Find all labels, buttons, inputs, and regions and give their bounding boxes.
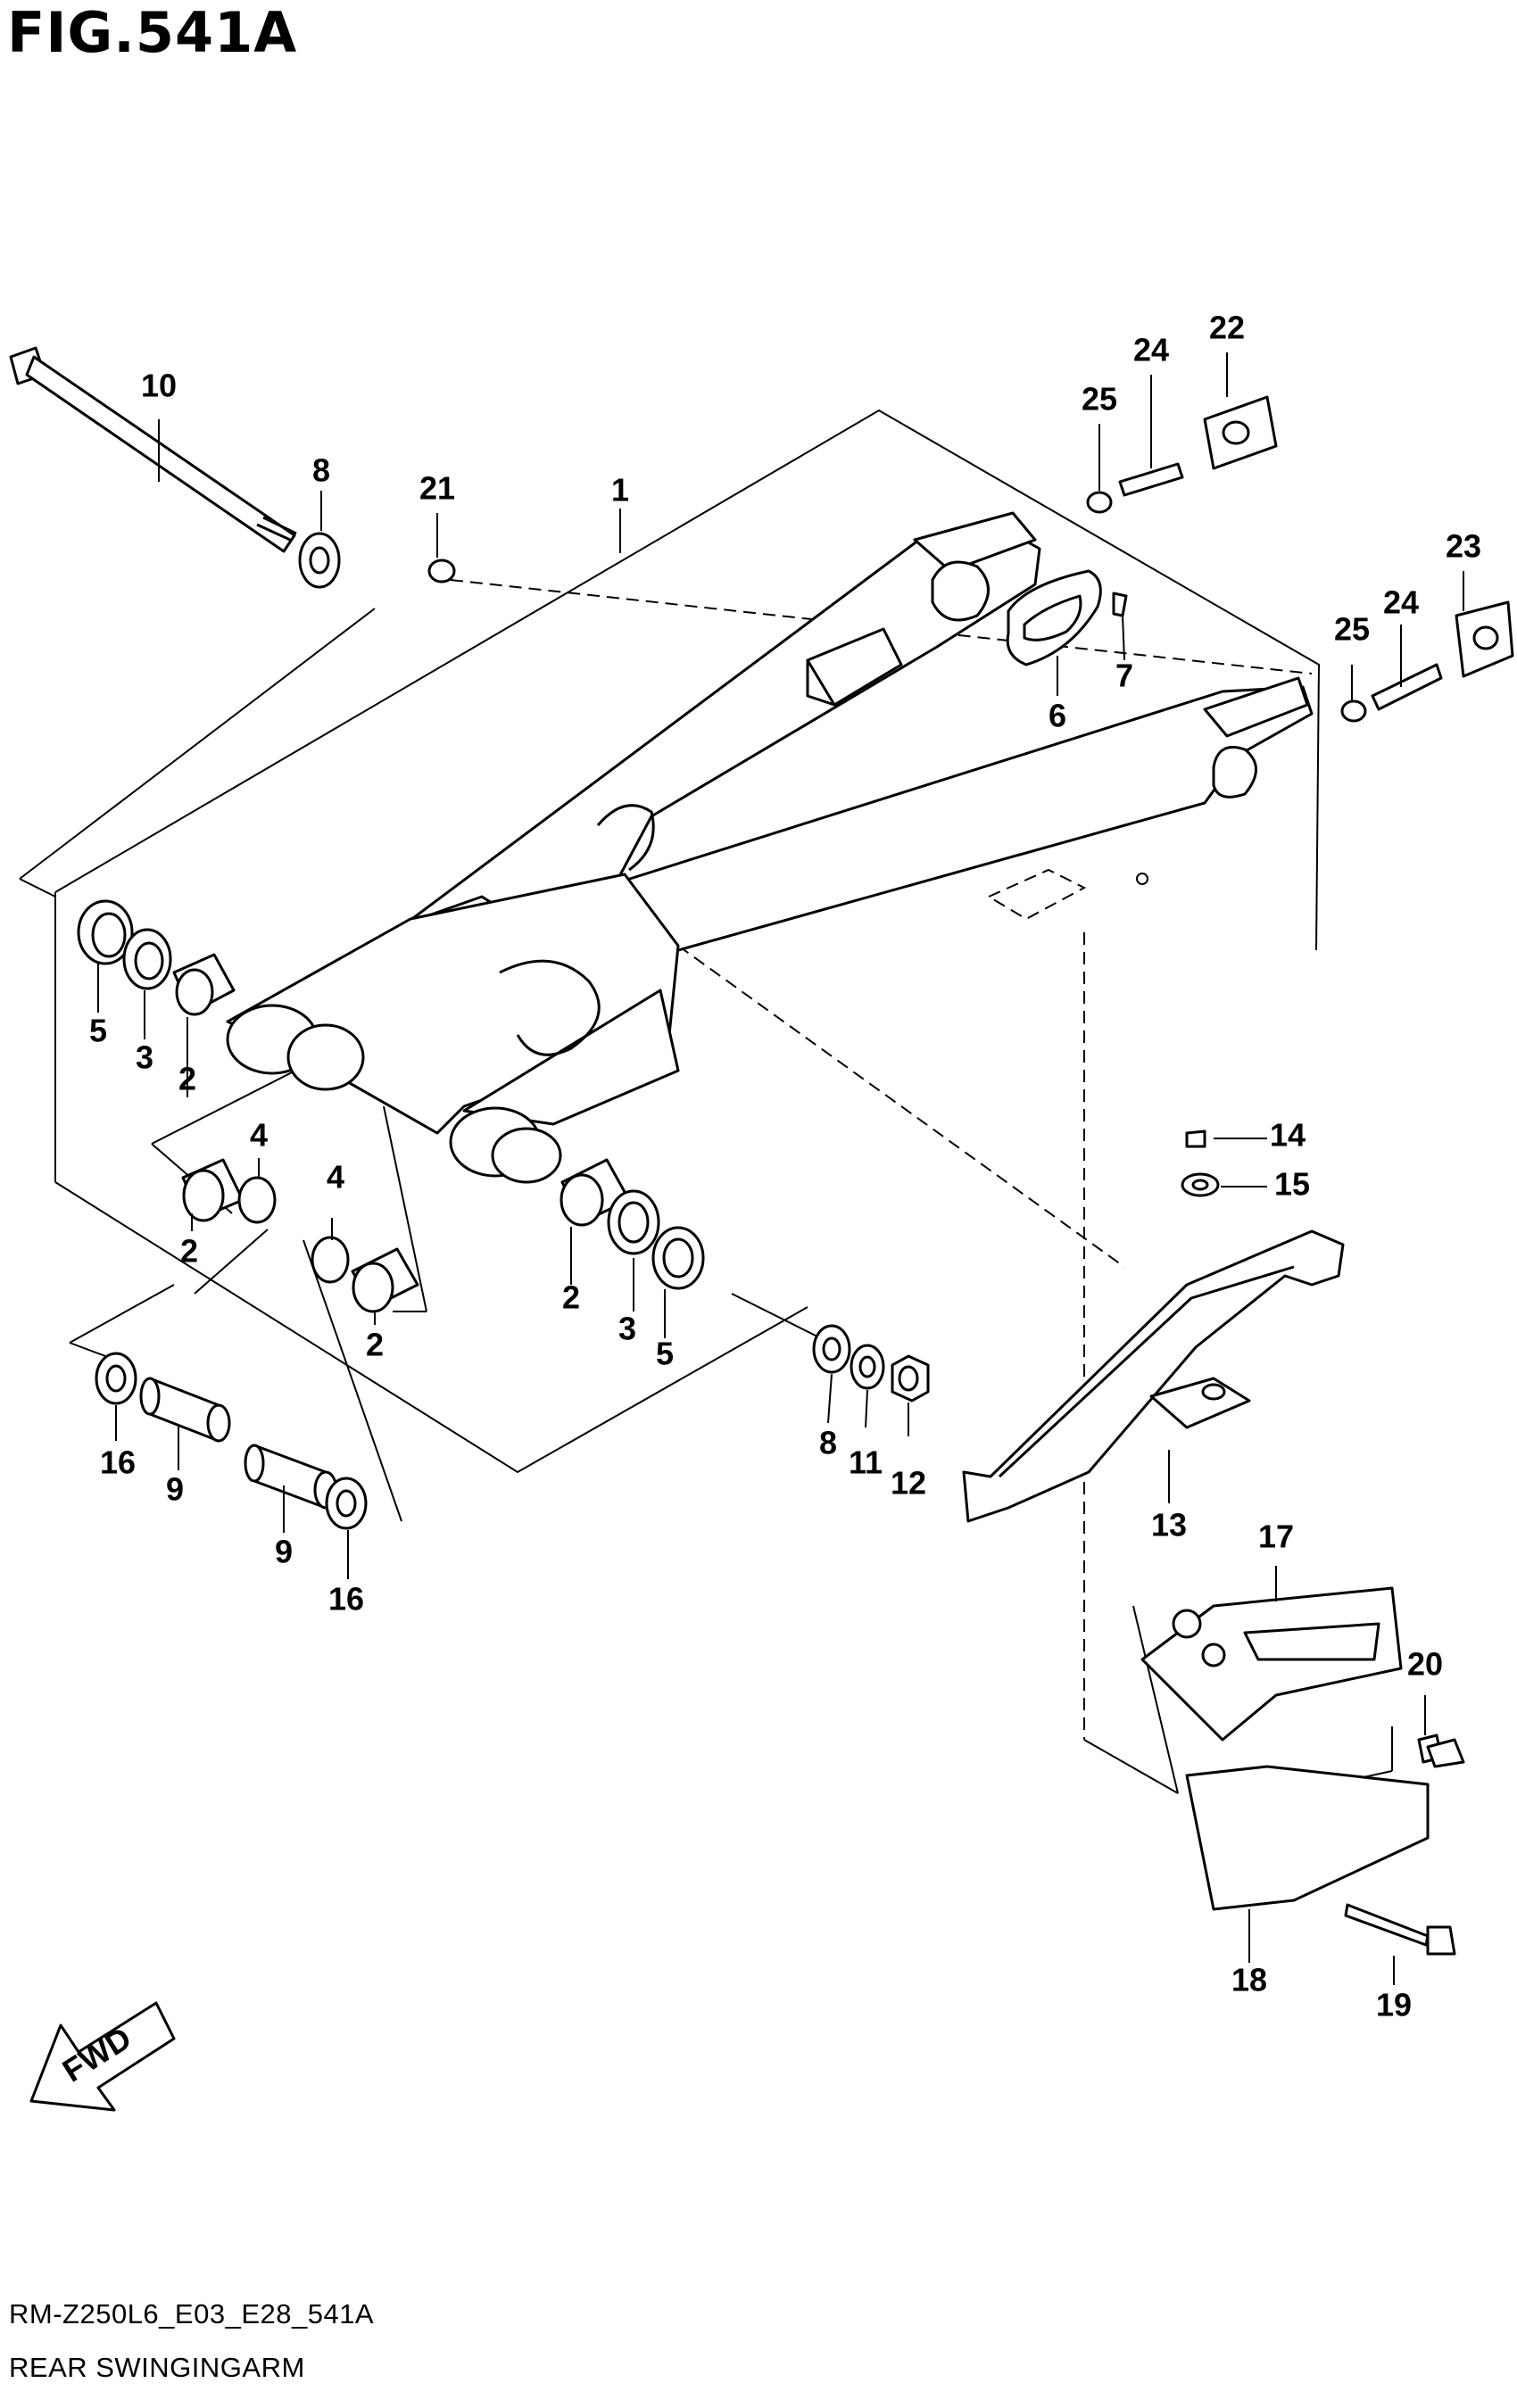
callout-2: 2 — [366, 1327, 384, 1363]
shaft-nut-set — [812, 1324, 930, 1403]
callout-20: 20 — [1407, 1646, 1443, 1683]
callout-21: 21 — [419, 470, 455, 507]
pivot-bearings — [77, 899, 705, 1313]
callout-24: 24 — [1383, 584, 1419, 621]
callout-3: 3 — [618, 1311, 636, 1347]
callout-5: 5 — [656, 1336, 674, 1372]
callout-2: 2 — [180, 1233, 198, 1270]
callout-23: 23 — [1446, 528, 1481, 565]
collars-spacers — [95, 1352, 368, 1530]
callout-2: 2 — [178, 1061, 196, 1097]
callout-13: 13 — [1151, 1507, 1187, 1543]
swingarm-body — [226, 511, 1314, 1184]
callout-19: 19 — [1376, 1987, 1412, 2023]
chain-guide — [1140, 1586, 1465, 1956]
callout-8: 8 — [312, 452, 330, 489]
chain-slider — [962, 1130, 1345, 1523]
callout-7: 7 — [1115, 658, 1133, 694]
callout-16: 16 — [100, 1444, 136, 1481]
diagram-name: REAR SWINGINGARM — [9, 2352, 305, 2383]
callout-4: 4 — [250, 1117, 268, 1154]
callout-4: 4 — [327, 1159, 344, 1196]
callout-25: 25 — [1334, 611, 1370, 648]
callout-5: 5 — [89, 1013, 107, 1049]
callout-14: 14 — [1270, 1117, 1306, 1154]
callout-3: 3 — [136, 1039, 153, 1076]
callout-15: 15 — [1274, 1166, 1310, 1203]
callout-12: 12 — [891, 1465, 926, 1502]
callout-2: 2 — [562, 1279, 580, 1316]
callout-11: 11 — [849, 1444, 883, 1481]
pivot-shaft — [9, 346, 297, 553]
callout-25: 25 — [1082, 381, 1117, 418]
small-hardware — [298, 395, 1514, 723]
callout-18: 18 — [1231, 1962, 1267, 1998]
assembly-frame-lines — [19, 409, 1393, 1812]
callout-22: 22 — [1209, 310, 1245, 346]
callout-6: 6 — [1049, 698, 1066, 734]
callout-24: 24 — [1133, 332, 1169, 368]
model-code: RM-Z250L6_E03_E28_541A — [9, 2298, 375, 2329]
figure-title: FIG.541A — [7, 0, 298, 65]
callout-9: 9 — [166, 1471, 184, 1508]
leader-lines — [97, 352, 1464, 1985]
callout-10: 10 — [141, 368, 177, 404]
callout-8: 8 — [819, 1425, 837, 1461]
callout-17: 17 — [1258, 1518, 1294, 1555]
callout-16: 16 — [328, 1581, 364, 1618]
callout-labels: 1 2 2 2 2 3 3 4 4 5 5 6 7 8 8 9 9 10 11 … — [89, 310, 1481, 2023]
forward-direction-arrow: FWD — [29, 2001, 176, 2112]
callout-1: 1 — [611, 472, 629, 509]
callout-9: 9 — [275, 1534, 293, 1570]
